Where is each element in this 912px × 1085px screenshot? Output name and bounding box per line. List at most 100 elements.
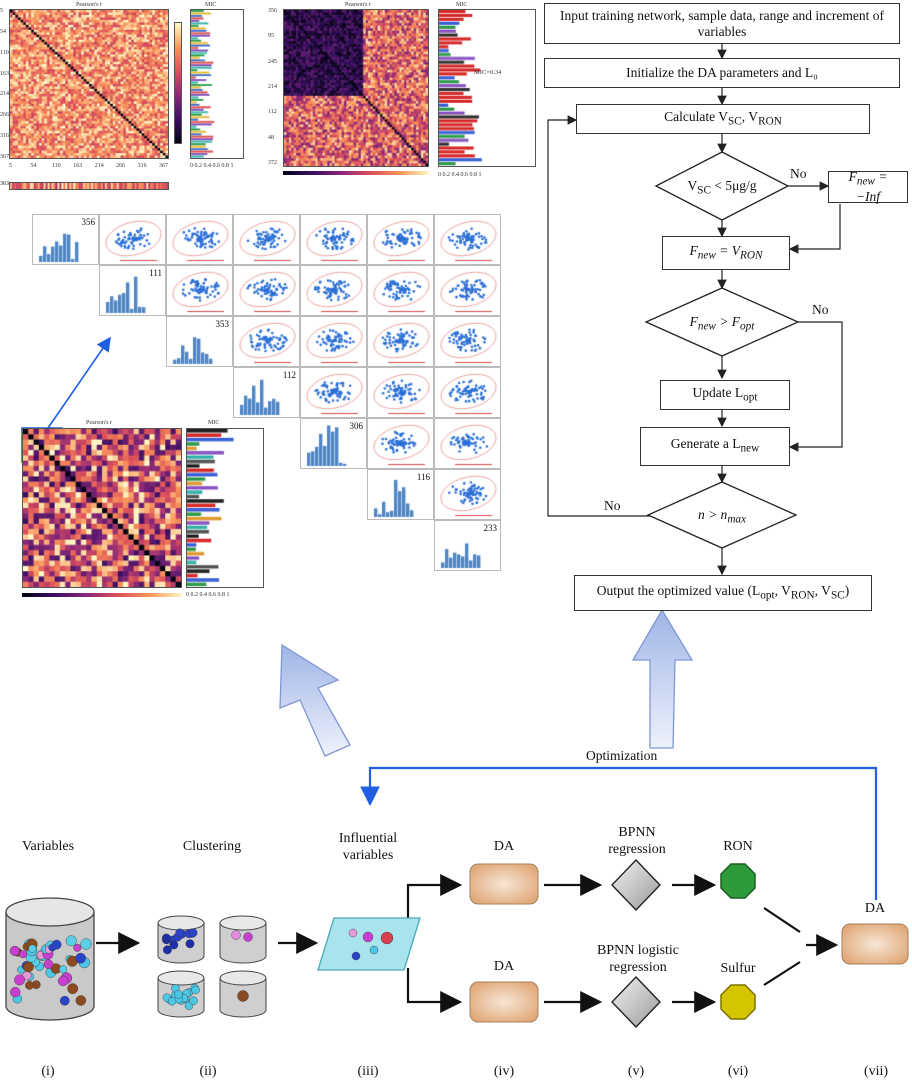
pair-scatter-cell (300, 265, 367, 316)
ball (73, 943, 82, 952)
ball (243, 932, 253, 942)
colorbar-2 (283, 171, 429, 175)
mic2-annotation: MIC=0.34 (474, 69, 502, 76)
ball (65, 935, 77, 947)
stage-label: (iv) (493, 1064, 515, 1079)
tick-label: 5 (0, 8, 3, 14)
ball (189, 996, 198, 1005)
stage-label: (ii) (199, 1064, 217, 1079)
ball (161, 933, 171, 943)
scatter-plot (435, 470, 500, 519)
pearson-heatmap-3 (22, 428, 182, 588)
ball (10, 986, 21, 998)
pair-scatter-cell (300, 367, 367, 418)
fnew-vron-box: Fnew = VRON (662, 236, 790, 270)
tick-label: 163 (0, 70, 9, 77)
scatter-plot (100, 215, 165, 264)
output-text: Output the optimized value (Lopt, VRON, … (596, 582, 850, 602)
ball (80, 938, 92, 950)
update-text: Update Lopt (692, 384, 758, 404)
scatter-plot (368, 419, 433, 468)
clustering-label: Clustering (182, 839, 242, 854)
tick-label: 163 (73, 163, 83, 169)
iteration-diamond (646, 481, 798, 549)
scatter-plot (301, 215, 366, 264)
influential-label: Influential variables (338, 831, 398, 863)
tick-label: 372 (268, 160, 277, 166)
init-text: Initialize the DA parameters and L₀ (626, 65, 818, 80)
tick-label: 48 (268, 134, 274, 141)
stage-label: (vi) (727, 1064, 749, 1079)
da-top-label: DA (493, 839, 515, 854)
ron-octagon (720, 863, 756, 899)
mic2-title: MIC (456, 2, 468, 8)
fnew-inf-box: Fnew = −Inf (828, 168, 908, 205)
histogram (100, 266, 165, 315)
scatter-plot (368, 215, 433, 264)
bpnn-regression-label: BPNN regression (608, 825, 666, 857)
tick-label: 266 (116, 163, 126, 169)
tick-label: 367 (0, 154, 9, 160)
fnew-inf-text: Fnew = −Inf (848, 168, 888, 205)
colorbar-3 (22, 593, 182, 597)
scatter-plot (301, 317, 366, 366)
tick-label: 54 (30, 163, 37, 169)
ball (75, 952, 86, 964)
sulfur-octagon (720, 984, 756, 1020)
pair-scatter-cell (99, 214, 166, 265)
stage-label: (i) (41, 1064, 55, 1079)
big-arrow-right (631, 608, 694, 749)
ball (175, 928, 185, 938)
pair-scatter-cell (233, 214, 300, 265)
pair-hist-cell: 233 (434, 520, 501, 571)
pair-scatter-cell (434, 418, 501, 469)
scatter-plot (435, 266, 500, 315)
flowchart-arrows (547, 44, 843, 576)
ball (185, 939, 195, 949)
pair-scatter-cell (434, 214, 501, 265)
output-box: Output the optimized value (Lopt, VRON, … (574, 575, 872, 611)
influential-balls (348, 928, 394, 961)
ball (169, 940, 179, 950)
scatter-plot (435, 419, 500, 468)
ball (191, 985, 200, 995)
pair-hist-cell: 353 (166, 316, 233, 367)
pearson-heatmap-1 (9, 9, 169, 159)
pair-scatter-cell (300, 316, 367, 367)
tick-label: 5 (9, 163, 12, 169)
optimization-feedback-line (360, 766, 878, 900)
fnew-vron-text: Fnew = VRON (689, 242, 763, 262)
pair-scatter-cell (434, 316, 501, 367)
ball (162, 945, 172, 955)
colorbar-1 (174, 22, 182, 144)
pearson-heatmap-2 (283, 9, 429, 167)
bpnn-logistic-diamond (611, 975, 661, 1029)
vsc-condition-text: VSC < 5μg/g (687, 178, 757, 197)
diag-number: 233 (483, 523, 498, 533)
tick-label: 316 (0, 133, 9, 140)
influential-parallelogram (317, 917, 421, 971)
pair-scatter-cell (367, 265, 434, 316)
scatter-plot (301, 368, 366, 417)
generate-text: Generate a Lnew (670, 436, 760, 455)
da-box-top (469, 863, 539, 905)
tick-label: 214 (94, 163, 104, 169)
mic3-title: MIC (208, 420, 220, 426)
tick-label: 316 (137, 163, 147, 169)
da-bottom-label: DA (493, 959, 515, 974)
mic1-title: MIC (205, 2, 217, 8)
mic-bars-3 (186, 428, 264, 588)
diag-number: 116 (416, 472, 430, 482)
ball (43, 959, 54, 969)
bpnn-logistic-label: BPNN logistic regression (596, 943, 680, 975)
scatter-plot (368, 368, 433, 417)
pair-scatter-cell (233, 265, 300, 316)
diag-number: 112 (282, 370, 296, 380)
big-arrow-left (279, 643, 351, 757)
ball (167, 997, 177, 1006)
heatmap-1-strip (9, 182, 169, 190)
mic-bars-2 (438, 9, 536, 167)
scatter-plot (301, 266, 366, 315)
scatter-plot (435, 368, 500, 417)
